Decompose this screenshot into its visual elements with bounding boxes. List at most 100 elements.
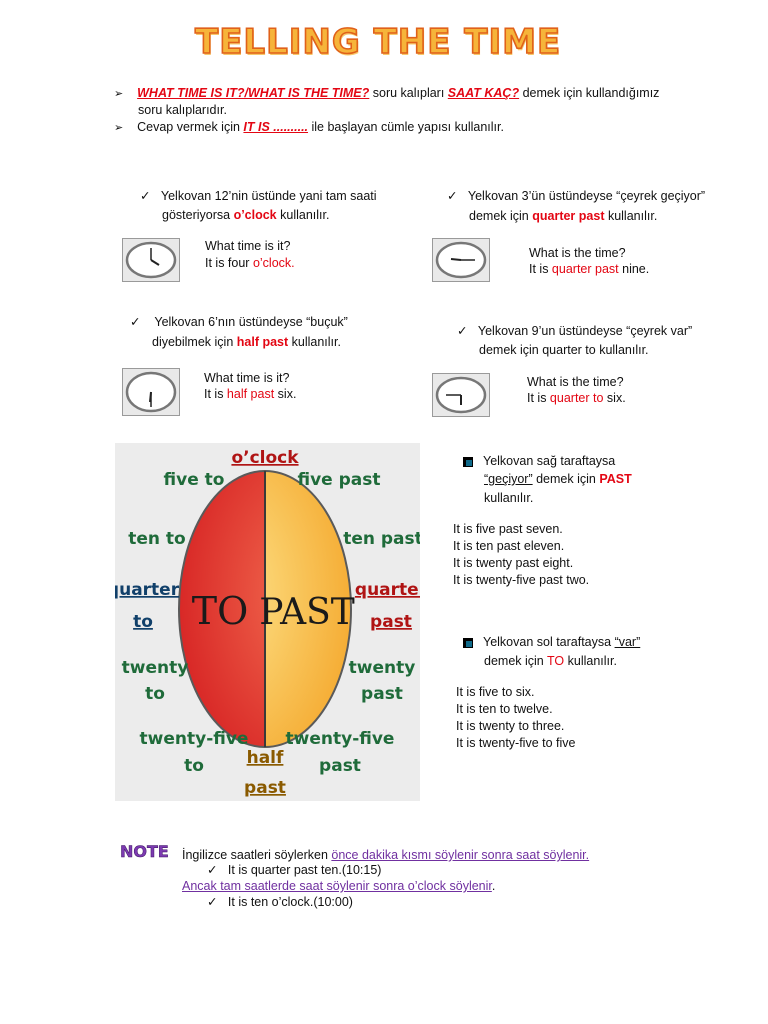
key-phrase: half past [236,335,289,349]
check-icon: ✓ [457,324,468,338]
key-phrase: PAST [599,472,632,486]
five-to-label: five to [164,470,225,490]
answer-text: It is [204,387,227,401]
rule-text: Yelkovan sağ taraftaysa [483,454,616,468]
answer-text: It is [529,262,552,276]
answer-key: quarter to [549,391,604,405]
halfpast-answer: It is half past six. [204,386,296,403]
answer-text: six. [274,387,297,401]
quarterto-question: What is the time? [527,375,624,389]
half-past-label: half [247,748,284,768]
rule-text: kullanılır. [276,208,330,222]
twenty-past-label: twenty [349,658,416,678]
twenty-to-label: twenty [122,658,189,678]
past-examples: It is five past seven. It is ten past el… [453,521,589,589]
saat-kac-phrase: SAAT KAÇ? [447,86,520,100]
rule-text: demek için [469,209,533,223]
to-half [179,471,265,747]
quarterpast-rule: ✓ Yelkovan 3’ün üstündeyse “çeyrek geçiy… [447,188,705,205]
twenty-past-label-2: past [361,684,403,704]
rule-text: Yelkovan sol taraftaysa [483,635,615,649]
answer-text: It is four [205,256,253,270]
list-item: It is five to six. [456,685,535,699]
rule-text: Yelkovan 6’nın üstündeyse “buçuk” [154,315,348,329]
answer-text: nine. [618,262,650,276]
five-past-label: five past [297,470,380,490]
intro-line-1: ➢ WHAT TIME IS IT?/WHAT IS THE TIME? sor… [114,85,659,103]
it-is-phrase: IT IS .......... [243,120,309,134]
quarter-to-label-2: to [133,612,153,632]
oclock-label: o’clock [231,448,299,468]
question-phrase: WHAT TIME IS IT?/WHAT IS THE TIME? [137,86,370,100]
square-bullet-icon [463,456,473,467]
square-bullet-icon [463,637,473,648]
rule-text: Yelkovan 9’un üstündeyse “çeyrek var” [477,324,693,338]
quarterto-rule: ✓ Yelkovan 9’un üstündeyse “çeyrek var” [457,323,692,340]
rule-text: gösteriyorsa [162,208,234,222]
ten-past-label: ten past [343,529,420,549]
to-examples: It is five to six. It is ten to twelve. … [456,684,575,752]
note-highlight: Ancak tam saatlerde saat söylenir sonra … [182,879,492,893]
clock-quarter-to-six-icon [432,373,490,417]
oclock-rule-2: gösteriyorsa o’clock kullanılır. [162,207,329,224]
intro-text: demek için kullandığımız [519,86,660,100]
intro-line-1b: soru kalıplarıdır. [138,103,227,117]
list-item: It is five past seven. [453,522,563,536]
clock-quarter-past-nine-icon [432,238,490,282]
intro-text: Cevap vermek için [137,120,244,134]
ten-to-label: ten to [128,529,185,549]
oclock-question: What time is it? [205,239,291,253]
note-label: NOTE [120,842,169,862]
answer-key: quarter past [551,262,619,276]
past-half [265,471,351,747]
halfpast-question: What time is it? [204,371,290,385]
quarterto-answer: It is quarter to six. [527,390,626,407]
list-item: It is ten past eleven. [453,539,565,553]
answer-text: six. [603,391,626,405]
half-past-label-2: past [244,778,286,798]
intro-text: soru kalıpları [369,86,448,100]
rule-text: Yelkovan 12’nin üstünde yani tam saati [160,189,377,203]
check-icon: ✓ [447,189,458,203]
key-phrase: o’clock [233,208,277,222]
note-example-1: ✓ It is quarter past ten.(10:15) [207,862,381,879]
note-example-2: ✓ It is ten o’clock.(10:00) [207,894,353,911]
note-text: It is quarter past ten.(10:15) [227,863,382,877]
arrow-bullet-icon: ➢ [114,88,124,100]
twenty-five-past-label-2: past [319,756,361,776]
quarterpast-rule-2: demek için quarter past kullanılır. [469,208,657,225]
list-item: It is twenty-five past two. [453,573,590,587]
oclock-answer: It is four o’clock. [205,255,295,272]
rule-text: Yelkovan 3’ün üstündeyse “çeyrek geçiyor… [467,189,706,203]
past-rule-2: “geçiyor” demek için PAST [484,471,632,488]
arrow-bullet-icon: ➢ [114,122,124,134]
to-rule-2: demek için TO kullanılır. [484,653,617,670]
rule-text: demek için [532,472,600,486]
twenty-to-label-2: to [145,684,165,704]
check-icon: ✓ [207,863,218,877]
check-icon: ✓ [207,895,218,909]
key-phrase: quarter past [532,209,605,223]
check-icon: ✓ [140,189,151,203]
answer-key: o’clock. [252,256,295,270]
quarterpast-answer: It is quarter past nine. [529,261,649,278]
rule-text: diyebilmek için [152,335,237,349]
twenty-five-to-label-2: to [184,756,204,776]
intro-line-2: ➢ Cevap vermek için IT IS .......... ile… [114,119,504,137]
to-rule: Yelkovan sol taraftaysa “var” [463,634,640,651]
answer-key: half past [226,387,275,401]
check-icon: ✓ [130,315,141,329]
quarterto-rule-2: demek için quarter to kullanılır. [479,343,649,357]
list-item: It is twenty-five to five [456,736,576,750]
halfpast-rule-2: diyebilmek için half past kullanılır. [152,334,341,351]
clock-half-past-six-icon [122,368,180,416]
quarter-past-label: quarter [355,580,420,600]
note-line-2: Ancak tam saatlerde saat söylenir sonra … [182,878,495,895]
answer-text: It is [527,391,550,405]
halfpast-rule: ✓ Yelkovan 6’nın üstündeyse “buçuk” [130,314,348,331]
list-item: It is ten to twelve. [456,702,553,716]
rule-text: demek için [484,654,547,668]
page-title: TELLING THE TIME [194,21,562,63]
past-rule: Yelkovan sağ taraftaysa [463,453,615,470]
note-text: It is ten o’clock.(10:00) [227,895,353,909]
